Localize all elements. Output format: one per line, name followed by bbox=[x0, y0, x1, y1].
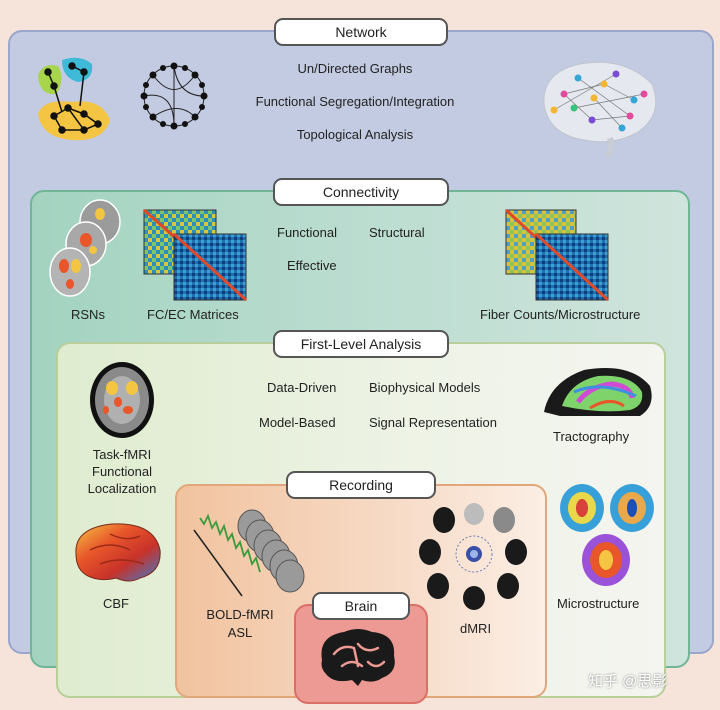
rsns-label: RSNs bbox=[71, 307, 105, 322]
bold-fmri-volumes-icon bbox=[193, 509, 305, 597]
bold-fmri-line: BOLD-fMRI bbox=[206, 607, 274, 622]
asl-line: ASL bbox=[227, 625, 253, 640]
signal-representation-label: Signal Representation bbox=[369, 415, 497, 430]
fc-ec-matrices-label: FC/EC Matrices bbox=[147, 307, 239, 322]
connectivity-title: Connectivity bbox=[273, 178, 449, 206]
graph-modules-icon bbox=[38, 57, 110, 141]
brain-title: Brain bbox=[312, 592, 410, 620]
network-item-topological: Topological Analysis bbox=[296, 127, 414, 142]
task-fmri-brain-icon bbox=[90, 362, 154, 438]
first-level-title: First-Level Analysis bbox=[273, 330, 449, 358]
model-based-label: Model-Based bbox=[259, 415, 336, 430]
dmri-label: dMRI bbox=[460, 621, 492, 636]
tractography-icon bbox=[544, 368, 652, 416]
dmri-icon bbox=[419, 503, 527, 610]
effective-label: Effective bbox=[287, 258, 337, 273]
microstructure-icon bbox=[560, 484, 654, 586]
task-fmri-label: Task-fMRI Functional Localization bbox=[72, 446, 172, 497]
cbf-brain-icon bbox=[75, 523, 161, 582]
biophysical-models-label: Biophysical Models bbox=[369, 380, 481, 395]
circular-graph-icon bbox=[140, 62, 208, 130]
bold-asl-label: BOLD-fMRI ASL bbox=[190, 606, 290, 642]
microstructure-label: Microstructure bbox=[557, 596, 640, 611]
watermark-text: 知乎 @思影 bbox=[588, 673, 668, 690]
rsn-brains-icon bbox=[49, 199, 121, 297]
fc-ec-matrices-icon bbox=[143, 208, 248, 302]
task-fmri-line-3: Localization bbox=[87, 481, 157, 496]
tractography-label: Tractography bbox=[553, 429, 630, 444]
data-driven-label: Data-Driven bbox=[267, 380, 337, 395]
fiber-counts-label: Fiber Counts/Microstructure bbox=[480, 307, 641, 322]
recording-title: Recording bbox=[286, 471, 436, 499]
task-fmri-line-2: Functional bbox=[92, 464, 152, 479]
fiber-count-matrices-icon bbox=[504, 208, 610, 302]
brain-network-3d-icon bbox=[543, 61, 657, 159]
brain-icon bbox=[321, 629, 395, 686]
task-fmri-line-1: Task-fMRI bbox=[92, 447, 152, 462]
functional-label: Functional bbox=[277, 225, 337, 240]
network-title: Network bbox=[274, 18, 448, 46]
cbf-label: CBF bbox=[103, 596, 129, 611]
structural-label: Structural bbox=[369, 225, 425, 240]
network-item-graphs: Un/Directed Graphs bbox=[297, 61, 413, 76]
network-item-segregation: Functional Segregation/Integration bbox=[255, 94, 455, 109]
